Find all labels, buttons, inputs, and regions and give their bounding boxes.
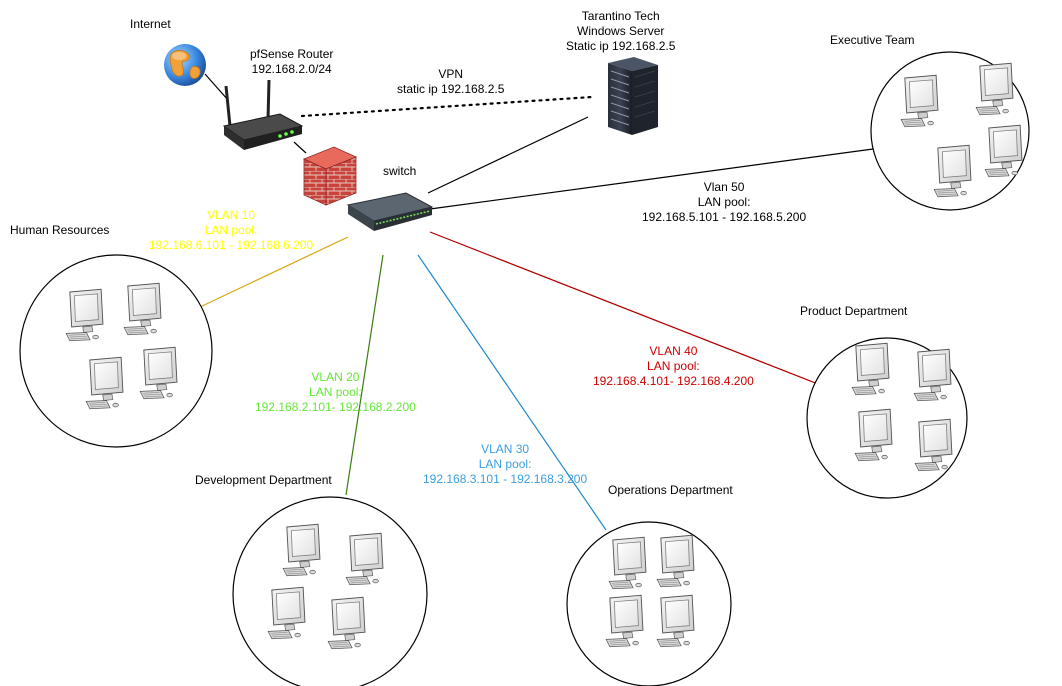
switch-label: switch: [383, 164, 417, 178]
vpn-ip: static ip 192.168.2.5: [397, 82, 505, 96]
vlan-10-pool: LAN pool:: [204, 223, 258, 237]
vlan-10-label: VLAN 10 LAN pool: 192.168.6.101 - 192.16…: [149, 208, 313, 253]
server-line3: Static ip 192.168.2.5: [566, 39, 676, 53]
router-subnet: 192.168.2.0/24: [251, 62, 332, 76]
vlan-50-pool: LAN pool:: [697, 195, 751, 209]
server-label: Tarantino Tech Windows Server Static ip …: [566, 9, 675, 54]
development-department-circle: [232, 496, 428, 686]
operations-department-circle: [566, 521, 732, 686]
router-name: pfSense Router: [250, 47, 334, 61]
router-firewall-link: [293, 141, 307, 154]
vlan-30-label: VLAN 30 LAN pool: 192.168.3.101 - 192.16…: [423, 442, 587, 487]
server-line2: Windows Server: [577, 24, 665, 38]
server-line1: Tarantino Tech: [581, 9, 660, 23]
vlan-50-link: [429, 148, 874, 210]
vlan-30-link: [417, 254, 607, 531]
switch-icon: [346, 192, 434, 231]
router-icon: [222, 79, 304, 150]
vlan-40-pool: LAN pool:: [647, 359, 700, 373]
product-department-label: Product Department: [800, 304, 908, 318]
globe-icon: [164, 44, 206, 86]
router-label: pfSense Router 192.168.2.0/24: [250, 47, 333, 77]
vpn-tunnel-link: [300, 95, 594, 118]
vlan-10-name: VLAN 10: [207, 208, 256, 222]
vlan-30-name: VLAN 30: [481, 442, 530, 456]
vlan-20-pool: LAN pool:: [309, 385, 362, 399]
vpn-title: VPN: [438, 67, 464, 81]
vlan-40-name: VLAN 40: [649, 344, 698, 358]
vlan-50-name: Vlan 50: [703, 180, 745, 194]
server-rack-icon: [608, 57, 658, 135]
globe-router-link: [204, 73, 229, 101]
human-resources-label: Human Resources: [10, 223, 110, 237]
vlan-40-range: 192.168.4.101- 192.168.4.200: [593, 374, 754, 388]
vlan-40-link: [429, 231, 819, 385]
vlan-10-range: 192.168.6.101 - 192.168.6.200: [149, 238, 314, 252]
vlan-50-label: Vlan 50 LAN pool: 192.168.5.101 - 192.16…: [642, 180, 806, 225]
vlan-20-range: 192.168.2.101- 192.168.2.200: [255, 400, 416, 414]
development-department-label: Development Department: [195, 473, 332, 487]
vlan-20-link: [345, 254, 384, 496]
vlan-50-range: 192.168.5.101 - 192.168.5.200: [642, 210, 807, 224]
vlan-30-range: 192.168.3.101 - 192.168.3.200: [423, 472, 588, 486]
vlan-10-link: [199, 236, 349, 308]
internet-label: Internet: [130, 17, 171, 31]
vlan-40-label: VLAN 40 LAN pool: 192.168.4.101- 192.168…: [593, 344, 754, 389]
operations-department-label: Operations Department: [608, 483, 733, 497]
vlan-20-label: VLAN 20 LAN pool: 192.168.2.101- 192.168…: [255, 370, 416, 415]
vlan-30-pool: LAN pool:: [478, 457, 532, 471]
executive-team-label: Executive Team: [830, 33, 915, 47]
firewall-icon: [302, 146, 358, 206]
switch-server-link: [427, 116, 589, 194]
human-resources-circle: [19, 254, 213, 448]
vpn-label: VPN static ip 192.168.2.5: [397, 67, 504, 97]
vlan-20-name: VLAN 20: [311, 370, 360, 384]
